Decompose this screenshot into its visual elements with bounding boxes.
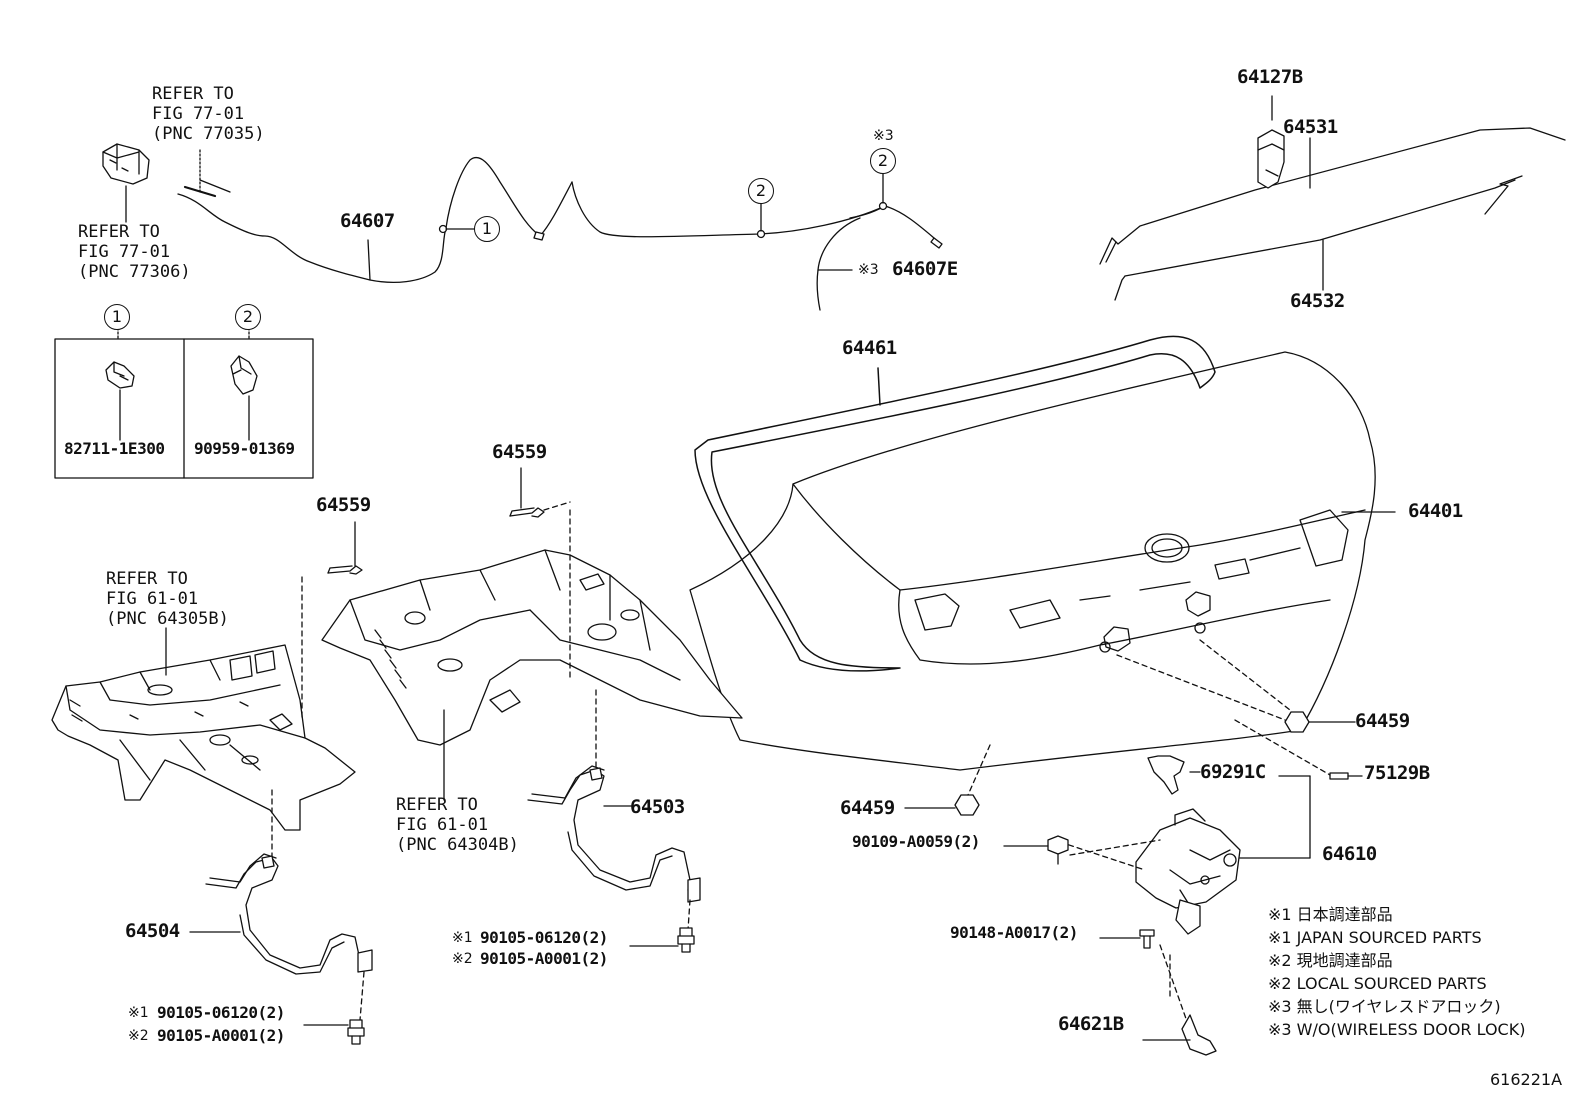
clip-64127B <box>1257 129 1285 189</box>
label-90148-A0017[interactable]: 90148-A0017(2) <box>950 923 1078 942</box>
circled-2-box: 2 <box>235 304 261 330</box>
circled-1-box: 1 <box>104 304 130 330</box>
note-line-1: ※1 日本調達部品 <box>1268 905 1393 924</box>
label-bolt-mid-2[interactable]: 90105-A0001(2) <box>480 949 608 968</box>
connector-77306 <box>102 143 150 223</box>
note-line-3: ※2 現地調達部品 <box>1268 951 1393 970</box>
label-bolt-mid-1[interactable]: 90105-06120(2) <box>480 928 608 947</box>
note-mark-3-64607E: ※3 <box>858 262 879 278</box>
note-mark-3-top: ※3 <box>873 128 894 144</box>
rear-floor-panel-left <box>51 576 356 863</box>
bolt-low <box>303 1019 365 1045</box>
ref-fig-61-01-64304B: REFER TO FIG 61-01 (PNC 64304B) <box>396 795 519 855</box>
label-64459-left[interactable]: 64459 <box>840 797 895 819</box>
label-64621B[interactable]: 64621B <box>1058 1013 1124 1035</box>
label-64531[interactable]: 64531 <box>1283 116 1338 138</box>
label-90109-A0059[interactable]: 90109-A0059(2) <box>852 832 980 851</box>
label-82711-1E300[interactable]: 82711-1E300 <box>64 439 165 458</box>
trunk-lid <box>689 351 1396 771</box>
label-64559-right[interactable]: 64559 <box>492 441 547 463</box>
label-64504[interactable]: 64504 <box>125 920 180 942</box>
figure-id: 616221A <box>1490 1070 1563 1089</box>
note-mark-1-low: ※1 <box>128 1005 149 1021</box>
note-mark-2-low: ※2 <box>128 1028 149 1044</box>
circled-2-marker: 2 <box>748 178 774 204</box>
opener-cables <box>1099 95 1566 301</box>
note-mark-2-mid: ※2 <box>452 951 473 967</box>
circled-1-marker: 1 <box>474 216 500 242</box>
label-64127B[interactable]: 64127B <box>1237 66 1303 88</box>
ref-fig-61-01-64305B: REFER TO FIG 61-01 (PNC 64305B) <box>106 569 229 629</box>
label-69291C[interactable]: 69291C <box>1200 761 1266 783</box>
bolt-64559-right <box>509 467 571 518</box>
lock-parts <box>904 639 1363 1056</box>
ref-fig-77-01-77306: REFER TO FIG 77-01 (PNC 77306) <box>78 222 191 282</box>
label-bolt-low-1[interactable]: 90105-06120(2) <box>157 1003 285 1022</box>
label-64607E[interactable]: 64607E <box>892 258 958 280</box>
bolt-mid <box>629 927 695 953</box>
ref-fig-77-01-77035: REFER TO FIG 77-01 (PNC 77035) <box>152 84 265 144</box>
label-64532[interactable]: 64532 <box>1290 290 1345 312</box>
note-line-2: ※1 JAPAN SOURCED PARTS <box>1268 928 1482 947</box>
label-75129B[interactable]: 75129B <box>1364 762 1430 784</box>
label-64610[interactable]: 64610 <box>1322 843 1377 865</box>
weatherstrip-64461 <box>694 335 1216 672</box>
label-64607[interactable]: 64607 <box>340 210 395 232</box>
circled-2-marker-top: 2 <box>870 148 896 174</box>
bolt-64559-left <box>327 521 363 575</box>
note-mark-1-mid: ※1 <box>452 930 473 946</box>
label-90959-01369[interactable]: 90959-01369 <box>194 439 295 458</box>
note-line-5: ※3 無し(ワイヤレスドアロック) <box>1268 997 1501 1016</box>
label-64559-left[interactable]: 64559 <box>316 494 371 516</box>
label-64401[interactable]: 64401 <box>1408 500 1463 522</box>
clip-box <box>54 327 314 479</box>
label-64459-right[interactable]: 64459 <box>1355 710 1410 732</box>
hinge-64504 <box>189 853 373 1021</box>
rear-floor-panel-right <box>321 509 743 801</box>
hinge-64503 <box>527 765 701 931</box>
label-64503[interactable]: 64503 <box>630 796 685 818</box>
note-line-4: ※2 LOCAL SOURCED PARTS <box>1268 974 1487 993</box>
label-64461[interactable]: 64461 <box>842 337 897 359</box>
note-line-6: ※3 W/O(WIRELESS DOOR LOCK) <box>1268 1020 1526 1039</box>
label-bolt-low-2[interactable]: 90105-A0001(2) <box>157 1026 285 1045</box>
wire-harness-64607 <box>177 149 943 311</box>
